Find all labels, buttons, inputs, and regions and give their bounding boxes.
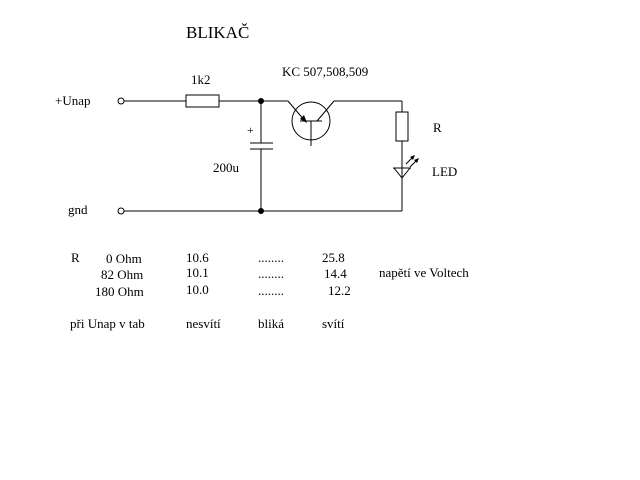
terminal-supply — [117, 97, 125, 105]
table-row-0-r: 0 Ohm — [106, 251, 142, 266]
table-row-1-r: 82 Ohm — [101, 267, 144, 282]
table-r-header: R — [71, 250, 80, 265]
led-ray-arrow-2 — [414, 158, 419, 163]
table-row-2-dots: ........ — [258, 283, 284, 298]
table-row-2-col1: 10.0 — [186, 282, 209, 297]
table-row-1-dots: ........ — [258, 266, 284, 281]
transistor-collector-lead — [316, 100, 335, 122]
table-row-1-col1: 10.1 — [186, 265, 209, 280]
resistor-r-label: R — [433, 120, 442, 135]
resistor-1k2 — [185, 94, 220, 108]
junction-bottom — [258, 208, 264, 214]
table-footer-label: při Unap v tab — [70, 316, 145, 331]
table-row-1-col3: 14.4 — [324, 266, 347, 281]
resistor-r — [395, 111, 409, 142]
led-ray-arrow-1 — [410, 155, 415, 160]
capacitor-value-label: 200u — [213, 160, 239, 175]
table-footer-col2: bliká — [258, 316, 284, 331]
supply-terminal-label: +Unap — [55, 93, 91, 108]
title: BLIKAČ — [186, 23, 250, 42]
table-row-2-col3: 12.2 — [328, 283, 351, 298]
table-footer-col3: svítí — [322, 316, 345, 331]
table-footer-col1: nesvítí — [186, 316, 221, 331]
table-row-0-dots: ........ — [258, 250, 284, 265]
table-row-2-r: 180 Ohm — [95, 284, 144, 299]
led-triangle — [392, 167, 412, 179]
led-label: LED — [432, 164, 458, 179]
table-row-0-col3: 25.8 — [322, 250, 345, 265]
ground-terminal-label: gnd — [68, 202, 88, 217]
table-row-0-col1: 10.6 — [186, 250, 209, 265]
voltage-unit-note: napětí ve Voltech — [379, 265, 469, 280]
transistor-label: KC 507,508,509 — [282, 64, 369, 79]
terminal-ground — [117, 207, 125, 215]
resistor-1k2-label: 1k2 — [191, 72, 211, 87]
junction-top — [258, 98, 264, 104]
transistor-arrow — [300, 115, 307, 123]
capacitor-polarity-label: + — [247, 123, 254, 137]
